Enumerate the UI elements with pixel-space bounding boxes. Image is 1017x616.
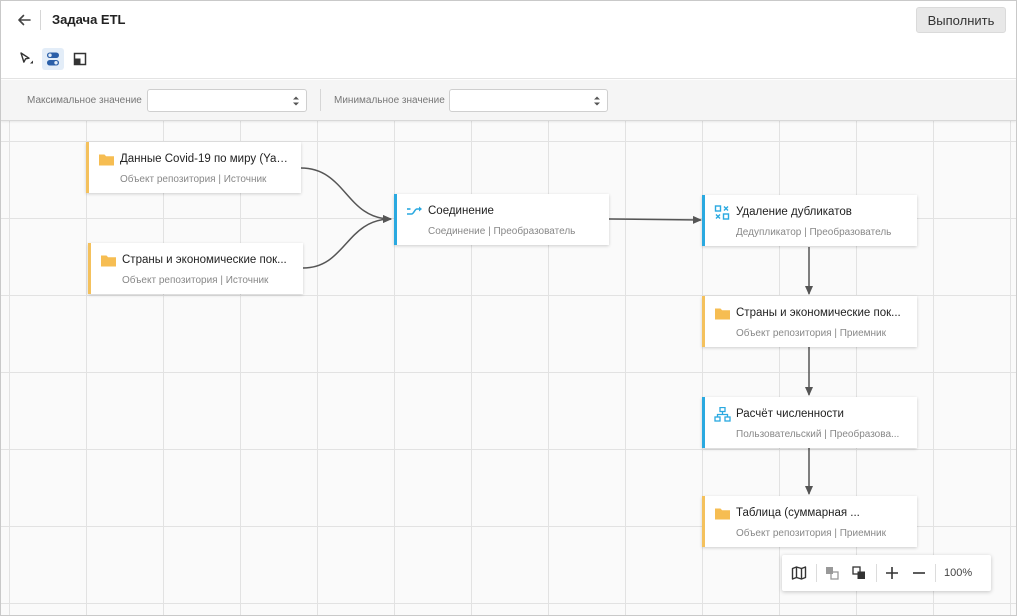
node-title: Удаление дубликатов — [736, 206, 852, 218]
plus-icon — [886, 567, 898, 579]
bring-forward-button[interactable] — [849, 563, 869, 583]
node-subtitle: Объект репозитория | Источник — [122, 275, 269, 286]
node-subtitle: Пользовательский | Преобразова... — [736, 429, 900, 440]
hierarchy-icon — [714, 407, 731, 422]
header: Задача ETL Выполнить — [1, 1, 1016, 79]
node-title: Таблица (суммарная ... — [736, 507, 860, 519]
dedup-icon — [714, 205, 730, 220]
node-title: Соединение — [428, 205, 494, 217]
node-table-target[interactable]: Таблица (суммарная ... Объект репозитори… — [702, 496, 917, 547]
node-countries-source[interactable]: Страны и экономические пок... Объект реп… — [88, 243, 303, 294]
node-title: Расчёт численности — [736, 408, 844, 420]
layers-back-icon — [826, 567, 839, 580]
node-subtitle: Объект репозитория | Приемник — [736, 528, 886, 539]
min-value-select[interactable] — [449, 89, 608, 112]
folder-icon — [715, 508, 730, 520]
node-subtitle: Объект репозитория | Приемник — [736, 328, 886, 339]
send-backward-button[interactable] — [822, 563, 842, 583]
diagram-canvas[interactable]: Данные Covid-19 по миру (Yan... Объект р… — [1, 121, 1016, 615]
toggle-tool[interactable] — [42, 48, 64, 70]
join-icon — [407, 206, 422, 215]
arrow-left-icon — [18, 14, 31, 26]
folder-icon — [101, 255, 116, 267]
updown-arrows-icon — [293, 96, 299, 106]
pointer-tool[interactable] — [15, 48, 37, 70]
min-value-label: Минимальное значение — [334, 95, 445, 106]
edge-covid-to-join[interactable] — [300, 167, 392, 223]
node-title: Данные Covid-19 по миру (Yan... — [120, 153, 292, 165]
back-button[interactable] — [14, 10, 34, 30]
max-value-select[interactable] — [147, 89, 307, 112]
edge-join-to-dedup[interactable] — [608, 215, 702, 224]
header-divider — [40, 10, 41, 30]
node-subtitle: Соединение | Преобразователь — [428, 226, 576, 237]
params-divider — [320, 89, 321, 111]
node-covid-source[interactable]: Данные Covid-19 по миру (Yan... Объект р… — [86, 142, 301, 193]
minus-icon — [913, 572, 925, 574]
cursor-icon — [20, 52, 33, 64]
minimap-button[interactable] — [789, 563, 809, 583]
run-button[interactable]: Выполнить — [916, 7, 1006, 33]
connections-layer — [300, 167, 813, 495]
edge-countries-to-join[interactable] — [302, 215, 392, 269]
updown-arrows-icon — [594, 96, 600, 106]
node-title: Страны и экономические пок... — [122, 254, 287, 266]
node-subtitle: Дедупликатор | Преобразователь — [736, 227, 892, 238]
map-icon — [791, 566, 807, 580]
frame-tool[interactable] — [69, 48, 91, 70]
frame-icon — [73, 52, 87, 66]
node-countries-target[interactable]: Страны и экономические пок... Объект реп… — [702, 296, 917, 347]
node-dedup[interactable]: Удаление дубликатов Дедупликатор | Преоб… — [702, 195, 917, 246]
layers-front-icon — [852, 566, 865, 579]
folder-icon — [99, 154, 114, 166]
max-value-label: Максимальное значение — [27, 95, 142, 106]
zoom-out-button[interactable] — [909, 563, 929, 583]
node-join[interactable]: Соединение Соединение | Преобразователь — [394, 194, 609, 245]
parameters-bar: Максимальное значение Минимальное значен… — [1, 80, 1016, 121]
node-calc[interactable]: Расчёт численности Пользовательский | Пр… — [702, 397, 917, 448]
folder-icon — [715, 308, 730, 320]
zoom-toolbar: 100% — [782, 555, 991, 591]
zoom-divider — [876, 564, 877, 582]
page-title: Задача ETL — [52, 12, 126, 27]
zoom-divider — [935, 564, 936, 582]
node-title: Страны и экономические пок... — [736, 307, 901, 319]
zoom-divider — [816, 564, 817, 582]
zoom-level[interactable]: 100% — [944, 567, 973, 579]
zoom-in-button[interactable] — [882, 563, 902, 583]
toggle-icon — [47, 52, 59, 66]
node-subtitle: Объект репозитория | Источник — [120, 174, 267, 185]
